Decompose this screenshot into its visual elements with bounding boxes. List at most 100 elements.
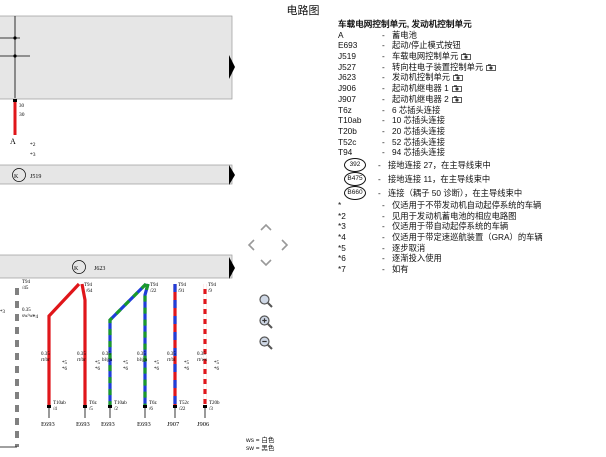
- legend-ground-item: B660-连接（耦子 50 诊断），在主导线束中: [338, 185, 604, 200]
- svg-text:*5: *5: [62, 361, 68, 366]
- label-d30: 30: [19, 112, 25, 118]
- svg-text:T94: T94: [178, 283, 187, 288]
- circuit-diagram[interactable]: 30 30 A *2 *3 K J519 K J623 *3 T94 /45 0…: [0, 0, 240, 457]
- legend-desc: 车载电网控制单元: [392, 51, 459, 62]
- svg-text:E693: E693: [41, 421, 55, 428]
- svg-text:*5: *5: [184, 361, 190, 366]
- legend-code: *2: [338, 210, 346, 221]
- legend-desc: 仅适用于带自动起停系统的车辆: [392, 221, 509, 232]
- legend-code: T10ab: [338, 115, 362, 126]
- svg-text:J907: J907: [167, 421, 180, 428]
- camera-icon[interactable]: [453, 74, 463, 82]
- legend-dash: -: [382, 125, 385, 136]
- svg-text:T94: T94: [22, 280, 31, 285]
- legend-desc: 52 芯插头连接: [392, 136, 446, 147]
- legend-code: J527: [338, 61, 356, 72]
- legend-dash: -: [382, 199, 385, 210]
- svg-text:T52c: T52c: [179, 401, 190, 406]
- legend-code: *4: [338, 232, 346, 243]
- svg-text:/9: /9: [208, 289, 212, 294]
- pan-down-button[interactable]: [259, 256, 273, 270]
- pan-up-button[interactable]: [259, 220, 273, 234]
- legend-note: *5 -逐步取消: [338, 243, 604, 254]
- legend-desc: 94 芯插头连接: [392, 147, 446, 158]
- pan-right-button[interactable]: [278, 238, 292, 252]
- legend-desc: 连接（耦子 50 诊断），在主导线束中: [388, 187, 523, 198]
- svg-text:K: K: [74, 266, 79, 272]
- legend-dash: -: [382, 242, 385, 253]
- module-label-j623: J623: [94, 266, 105, 272]
- camera-icon[interactable]: [451, 95, 462, 103]
- svg-text:*5: *5: [123, 361, 129, 366]
- legend-code: *5: [338, 242, 346, 253]
- legend-dash: -: [382, 147, 385, 158]
- legend-dash: -: [382, 40, 385, 51]
- page-continue-arrow: [229, 165, 235, 185]
- svg-text:/5: /5: [89, 407, 93, 412]
- legend-title: 车载电网控制单元, 发动机控制单元: [338, 19, 472, 29]
- legend-item: J907-起动机继电器 2: [338, 94, 604, 105]
- svg-text:/6: /6: [149, 407, 153, 412]
- legend-note: *2 -见用于发动机蓄电池的相应电路图: [338, 211, 604, 222]
- svg-text:0.35: 0.35: [77, 352, 86, 357]
- ground-point-icon: B660: [344, 185, 366, 200]
- legend-dash: -: [382, 83, 385, 94]
- svg-text:T94: T94: [84, 283, 93, 288]
- legend-note: *4 -仅适用于带定速巡航装置（GRA）的车辆: [338, 232, 604, 243]
- svg-text:rt/bl: rt/bl: [167, 358, 176, 363]
- svg-text:rt/br: rt/br: [41, 358, 50, 363]
- note-2: *2: [30, 142, 36, 148]
- svg-text:*6: *6: [62, 367, 68, 372]
- zoom-out-button[interactable]: [258, 335, 274, 351]
- zoom-fit-button[interactable]: [258, 293, 274, 309]
- legend-code: J519: [338, 51, 356, 62]
- legend-code: A: [338, 29, 344, 40]
- legend-dash: -: [382, 136, 385, 147]
- legend-dash: -: [382, 210, 385, 221]
- legend-item: E693-起动/停止模式按钮: [338, 40, 604, 51]
- legend-dash: -: [382, 51, 385, 62]
- legend-desc: 见用于发动机蓄电池的相应电路图: [392, 210, 517, 221]
- legend-dash: -: [382, 232, 385, 243]
- svg-text:E693: E693: [101, 421, 115, 428]
- legend-desc: 仅适用于不带发动机自动起停系统的车辆: [392, 199, 542, 210]
- svg-text:rt/ws: rt/ws: [197, 358, 207, 363]
- legend-ground-item: B475-接地连接 11，在主导线束中: [338, 171, 604, 186]
- zoom-in-button[interactable]: [258, 314, 274, 330]
- svg-text:/22: /22: [150, 289, 157, 294]
- chevron-right-icon: [281, 239, 289, 251]
- legend-note: *3-仅适用于带自动起停系统的车辆: [338, 221, 604, 232]
- svg-text:rt/br: rt/br: [77, 358, 86, 363]
- wire-color-key: ws = 白色 sw = 黑色: [246, 437, 274, 452]
- page-continue-arrow: [229, 55, 235, 79]
- svg-text:T10ab: T10ab: [53, 401, 66, 406]
- legend-desc: 起动机继电器 2: [392, 93, 449, 104]
- camera-icon[interactable]: [461, 53, 472, 60]
- svg-text:bl/gn: bl/gn: [102, 358, 113, 363]
- svg-text:T6z: T6z: [149, 401, 158, 406]
- legend-desc: 逐步取消: [392, 242, 426, 253]
- legend-desc: 接地连接 27，在主导线束中: [388, 159, 491, 170]
- legend-item: T52c-52 芯插头连接: [338, 137, 604, 148]
- svg-text:30: 30: [19, 104, 25, 109]
- svg-text:*6: *6: [123, 367, 129, 372]
- svg-text:bl/gn: bl/gn: [137, 358, 148, 363]
- legend-desc: 发动机控制单元: [392, 72, 451, 83]
- legend-dash: -: [378, 173, 381, 184]
- legend-desc: 仅适用于带定速巡航装置（GRA）的车辆: [392, 232, 543, 243]
- svg-text:/91: /91: [178, 289, 185, 294]
- legend-dash: -: [382, 61, 385, 72]
- camera-icon[interactable]: [451, 85, 462, 92]
- pan-left-button[interactable]: [244, 238, 258, 252]
- chevron-down-icon: [260, 259, 272, 267]
- legend-code: T94: [338, 147, 353, 158]
- svg-text:*6: *6: [95, 367, 101, 372]
- note-3: *3: [30, 152, 36, 158]
- camera-icon[interactable]: [486, 63, 497, 71]
- legend-code: *: [338, 199, 342, 210]
- svg-text:*6: *6: [184, 367, 190, 372]
- svg-text:*3: *3: [0, 310, 6, 315]
- svg-text:*5: *5: [214, 361, 220, 366]
- svg-text:E693: E693: [137, 421, 151, 428]
